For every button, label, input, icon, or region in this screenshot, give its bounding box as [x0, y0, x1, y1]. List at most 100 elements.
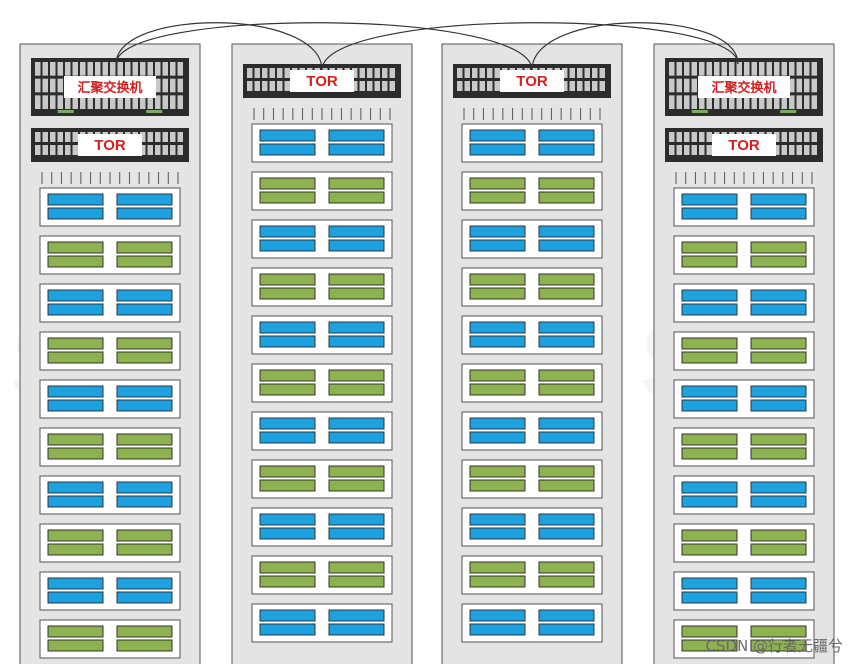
switch-port [804, 78, 810, 93]
switch-port [577, 81, 583, 91]
server-blue [39, 283, 181, 323]
status-led [780, 110, 797, 113]
switch-port [35, 95, 41, 109]
switch-port [699, 62, 705, 76]
drive-bay-green [47, 433, 104, 446]
drive-bay-blue [681, 577, 738, 590]
drive-bay-blue [538, 129, 595, 142]
drive-bay-blue [116, 591, 173, 604]
drive-bay-green [681, 529, 738, 542]
aggregation-switch: 汇聚交换机 [665, 58, 823, 116]
drive-bay-blue [259, 431, 316, 444]
drive-bay-blue [47, 385, 104, 398]
switch-port [729, 95, 735, 109]
server-green [251, 363, 393, 403]
switch-port [177, 62, 183, 76]
switch-port [796, 78, 802, 93]
switch-port [721, 62, 727, 76]
drive-bay-blue [259, 417, 316, 430]
drive-bay-blue [47, 193, 104, 206]
server-blue [39, 379, 181, 419]
server-green [461, 267, 603, 307]
drive-bay-blue [469, 623, 526, 636]
drive-bay-green [116, 447, 173, 460]
drive-bay-green [259, 177, 316, 190]
drive-bay-green [469, 287, 526, 300]
drive-bay-green [259, 561, 316, 574]
switch-port [676, 132, 682, 142]
switch-port [269, 81, 275, 91]
drive-bay-blue [328, 623, 385, 636]
switch-port [479, 68, 485, 78]
drive-bay-green [328, 561, 385, 574]
switch-port [284, 68, 290, 78]
switch-port [65, 95, 71, 109]
drive-bay-blue [538, 417, 595, 430]
uplink-cable [321, 22, 739, 71]
switch-port [72, 145, 78, 155]
switch-port [811, 132, 817, 142]
switch-port [57, 145, 63, 155]
drive-bay-green [328, 575, 385, 588]
switch-port [367, 68, 373, 78]
drive-bay-green [259, 575, 316, 588]
switch-port [50, 132, 56, 142]
drive-bay-green [47, 337, 104, 350]
switch-port [676, 62, 682, 76]
switch-port [35, 145, 41, 155]
drive-bay-blue [116, 303, 173, 316]
drive-bay-blue [47, 303, 104, 316]
switch-label-plate [698, 76, 790, 98]
drive-bay-green [469, 479, 526, 492]
server-green [39, 619, 181, 659]
drive-bay-green [538, 465, 595, 478]
drive-bay-blue [328, 225, 385, 238]
drive-bay-blue [681, 289, 738, 302]
drive-bay-green [750, 543, 807, 556]
switch-port [42, 132, 48, 142]
drive-bay-blue [328, 143, 385, 156]
server-blue [673, 283, 815, 323]
switch-port [789, 78, 795, 93]
switch-port [269, 68, 275, 78]
switch-port [57, 62, 63, 76]
drive-bay-green [538, 273, 595, 286]
switch-port [691, 62, 697, 76]
switch-port [457, 68, 463, 78]
switch-port [155, 95, 161, 109]
switch-port [796, 145, 802, 155]
drive-bay-green [47, 447, 104, 460]
drive-bay-green [469, 465, 526, 478]
drive-bay-blue [750, 303, 807, 316]
server-blue [251, 219, 393, 259]
server-green [39, 427, 181, 467]
drive-bay-green [750, 351, 807, 364]
drive-bay-blue [328, 609, 385, 622]
server-blue [673, 187, 815, 227]
drive-bay-green [538, 191, 595, 204]
drive-bay-blue [538, 623, 595, 636]
switch-port [676, 78, 682, 93]
switch-port [766, 62, 772, 76]
switch-port [721, 95, 727, 109]
server-green [251, 267, 393, 307]
switch-port [811, 62, 817, 76]
switch-port [759, 62, 765, 76]
drive-bay-green [116, 351, 173, 364]
drive-bay-green [750, 337, 807, 350]
drive-bay-blue [47, 481, 104, 494]
drive-bay-blue [469, 225, 526, 238]
switch-port [247, 68, 253, 78]
drive-bay-blue [116, 207, 173, 220]
drive-bay-blue [538, 225, 595, 238]
drive-bay-green [681, 255, 738, 268]
switch-port [669, 95, 675, 109]
drive-bay-green [259, 287, 316, 300]
drive-bay-green [681, 337, 738, 350]
switch-port [766, 95, 772, 109]
switch-port [562, 81, 568, 91]
drive-bay-green [116, 433, 173, 446]
server-green [251, 555, 393, 595]
drive-bay-blue [328, 321, 385, 334]
